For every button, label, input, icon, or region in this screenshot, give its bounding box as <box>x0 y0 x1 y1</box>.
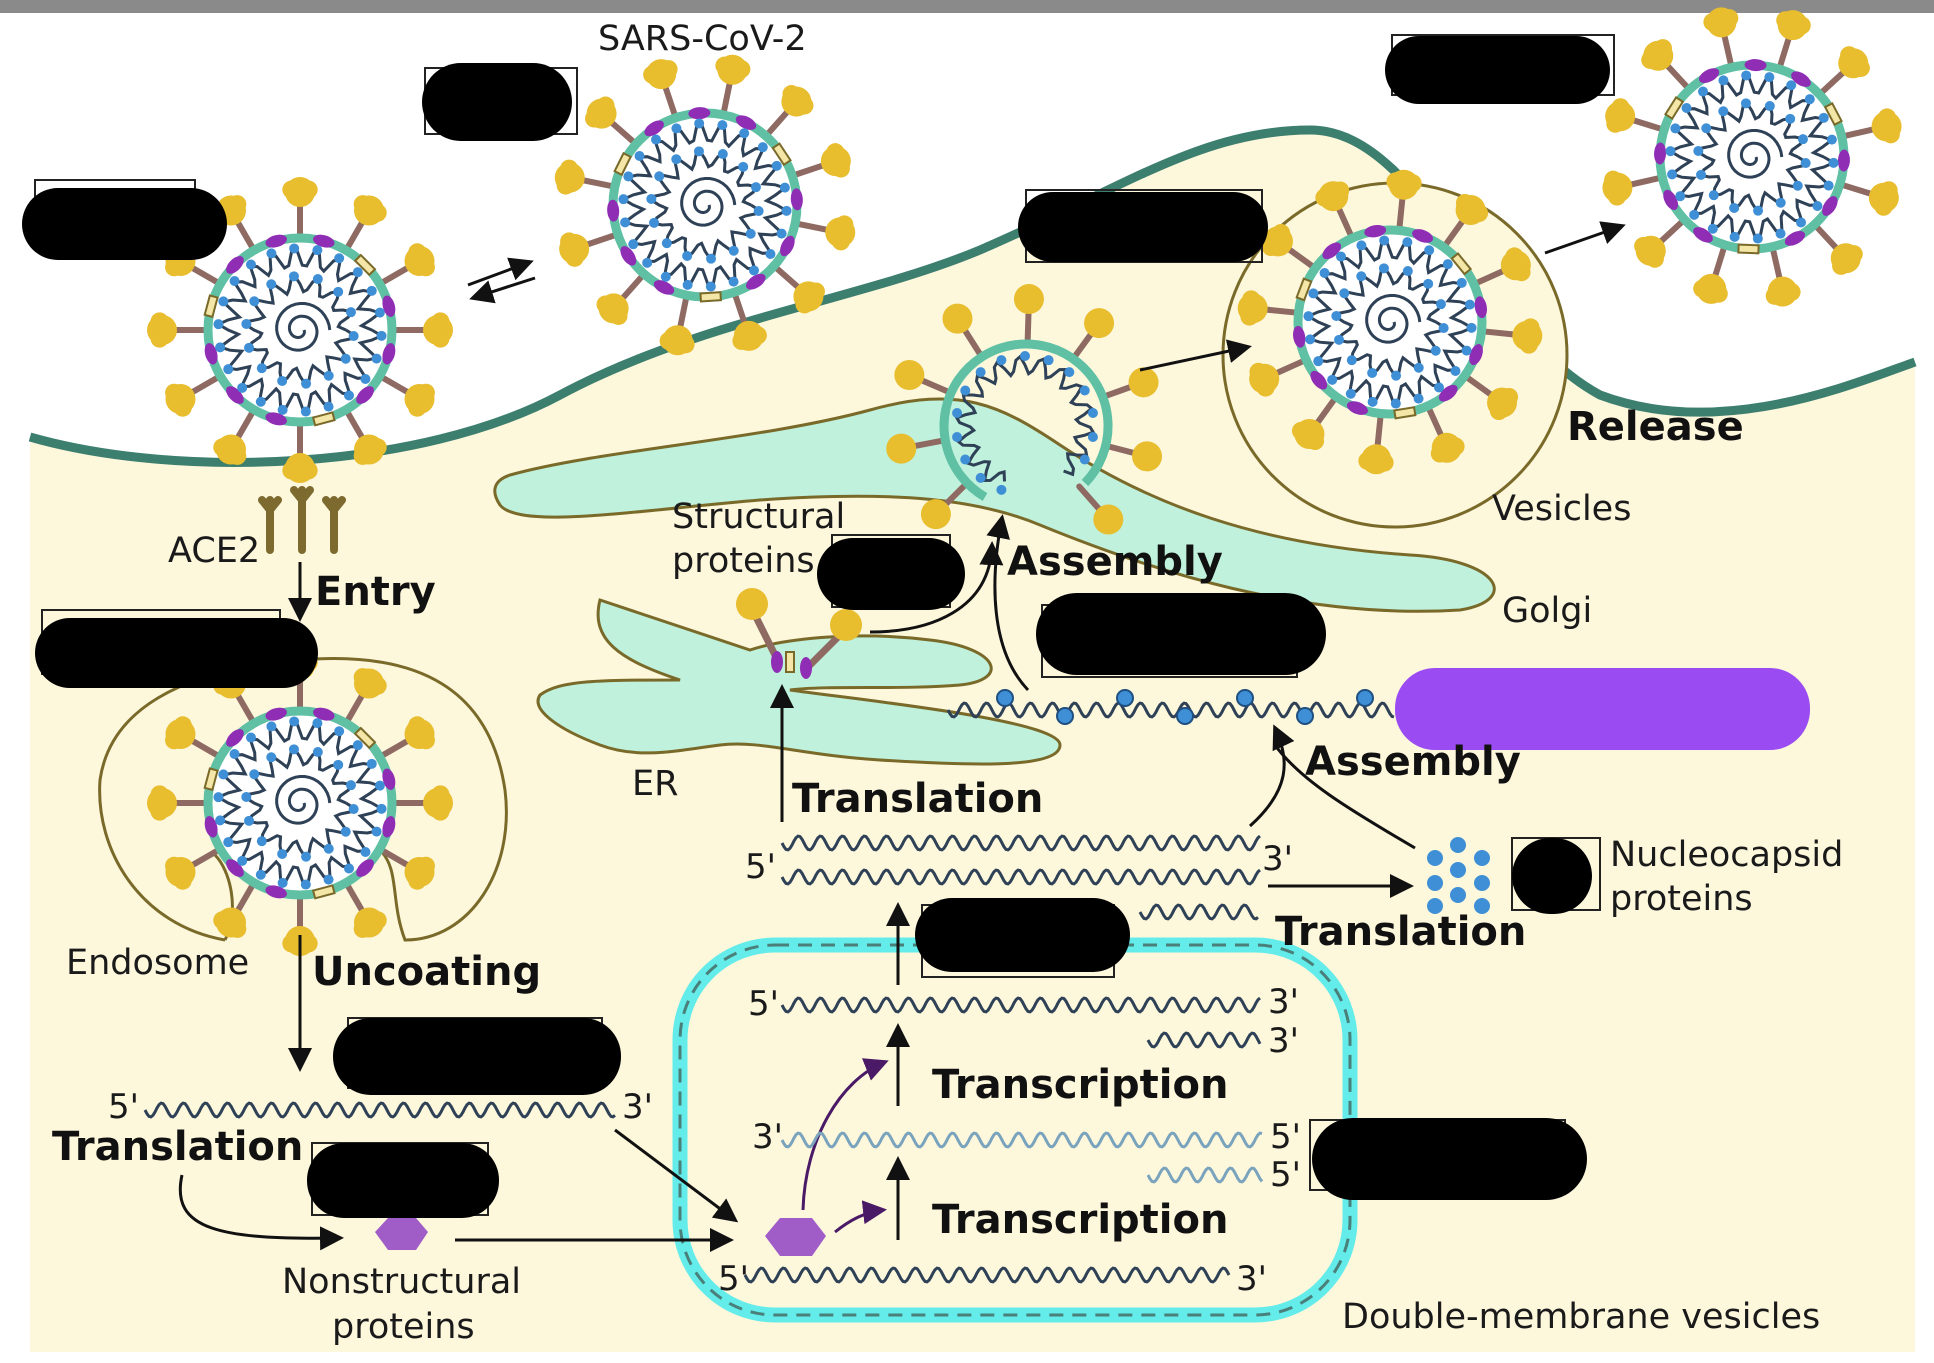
highlight-bar <box>1395 668 1810 750</box>
nonstructural-protein-shape <box>375 1218 428 1250</box>
redactions <box>22 34 1615 1218</box>
entry-label: Entry <box>315 569 436 615</box>
strand3-three-prime: 3' <box>1268 982 1299 1022</box>
budding-virion <box>886 284 1163 535</box>
er <box>536 598 1062 766</box>
virion-in-vesicle <box>1237 169 1543 475</box>
nucleocapsid-label-line1: Nucleocapsid <box>1610 835 1843 875</box>
top-bar <box>0 0 1934 13</box>
virion-attached <box>147 177 453 483</box>
er-label: ER <box>632 764 678 804</box>
bound-nucleocapsid <box>1176 707 1194 725</box>
translation-label-middle: Translation <box>792 776 1043 822</box>
virus-name-label: SARS-CoV-2 <box>598 19 807 59</box>
negative-strand-rna <box>780 1131 1263 1149</box>
bound-nucleocapsid <box>1296 707 1314 725</box>
nucleocapsid-protein-cluster <box>1427 837 1490 914</box>
translation-label-left: Translation <box>52 1124 303 1170</box>
nucleocapsid-rna-strand <box>946 701 1395 719</box>
polymerase-shape <box>765 1218 826 1256</box>
cell-membrane <box>28 125 1917 467</box>
assembly-label-bottom: Assembly <box>1305 739 1521 785</box>
structural-label-line2: proteins <box>672 541 815 581</box>
structural-label-line1: Structural <box>672 497 845 537</box>
subgenomic-rna-short <box>1138 903 1259 921</box>
bound-nucleocapsid <box>1116 689 1134 707</box>
nucleocapsid-label-line2: proteins <box>1610 879 1753 919</box>
rna-strands <box>143 689 1395 1284</box>
virions <box>147 7 1902 956</box>
uncoating-label: Uncoating <box>312 949 541 995</box>
template-rna-upper-short <box>1146 1031 1262 1049</box>
transcription-label-lower: Transcription <box>932 1197 1228 1243</box>
template-rna-upper <box>780 996 1261 1014</box>
bound-nucleocapsid <box>1236 689 1254 707</box>
strand2-three-prime: 3' <box>1262 839 1293 879</box>
translation-label-right: Translation <box>1275 909 1526 955</box>
strand5-five-prime: 5' <box>718 1259 749 1299</box>
nonstructural-label-line2: proteins <box>332 1307 475 1347</box>
bound-nucleocapsid <box>1056 707 1074 725</box>
strand3-five-prime: 5' <box>748 984 779 1024</box>
strand4-three-prime: 3' <box>752 1117 783 1157</box>
virion-released <box>1602 7 1902 307</box>
nonstructural-label-line1: Nonstructural <box>282 1262 521 1302</box>
ace2-label: ACE2 <box>168 531 260 571</box>
er-structural-proteins <box>736 588 862 679</box>
polymerase-arrows <box>801 1058 889 1234</box>
endosome <box>98 657 508 942</box>
arrows <box>178 221 1626 1252</box>
endosome-label: Endosome <box>66 943 249 983</box>
transcription-label-upper: Transcription <box>932 1062 1228 1108</box>
strand1-five-prime: 5' <box>108 1087 139 1127</box>
ace2-receptors <box>258 486 346 554</box>
strand4-five-prime: 5' <box>1270 1117 1301 1157</box>
strand2-five-prime: 5' <box>745 847 776 887</box>
bound-nucleocapsid <box>1356 689 1374 707</box>
bound-nucleocapsid <box>996 689 1014 707</box>
golgi <box>493 397 1496 613</box>
vesicles-label: Vesicles <box>1492 489 1631 529</box>
subgenomic-rna-top <box>780 834 1261 852</box>
virion-free <box>554 54 856 356</box>
genomic-rna-strand <box>143 1101 616 1119</box>
positive-strand-rna-lower <box>743 1266 1231 1284</box>
golgi-label: Golgi <box>1502 591 1592 631</box>
virion-endosome <box>147 650 453 956</box>
strand1-three-prime: 3' <box>622 1087 653 1127</box>
release-label: Release <box>1567 404 1744 450</box>
assembly-label-top: Assembly <box>1007 539 1223 585</box>
strand5-three-prime: 3' <box>1236 1259 1267 1299</box>
strand3b-three-prime: 3' <box>1268 1021 1299 1061</box>
subgenomic-rna-middle <box>780 868 1261 886</box>
strand4b-five-prime: 5' <box>1270 1155 1301 1195</box>
dmv-label: Double-membrane vesicles <box>1342 1297 1820 1337</box>
negative-strand-rna-short <box>1146 1166 1264 1184</box>
